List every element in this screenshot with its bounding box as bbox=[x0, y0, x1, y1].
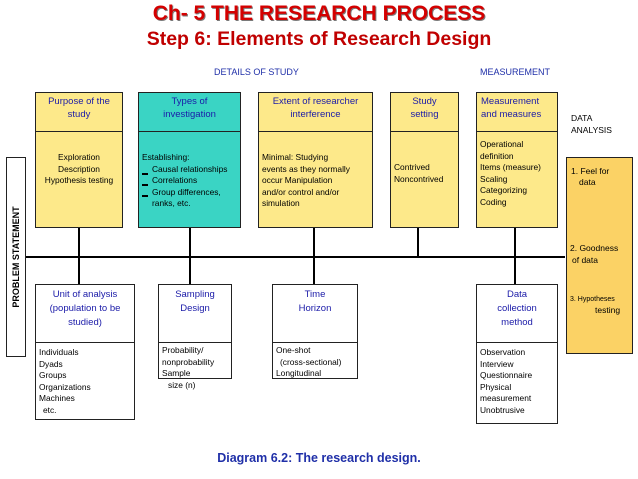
measurement-header: MEASUREMENT bbox=[480, 67, 551, 77]
page-subtitle: Step 6: Elements of Research Design bbox=[146, 28, 492, 50]
connector-col5 bbox=[514, 228, 516, 284]
connector-col4 bbox=[417, 228, 419, 256]
dash-mark bbox=[142, 184, 148, 186]
connector-col1 bbox=[78, 228, 80, 284]
details-of-study-header: DETAILS OF STUDY bbox=[214, 67, 299, 77]
main-connector-line bbox=[26, 256, 565, 258]
time-horizon-content: One-shot(cross-sectional)Longitudinal bbox=[276, 345, 342, 378]
page-title: Ch- 5 THE RESEARCH PROCESS bbox=[152, 2, 486, 25]
problem-statement-box: PROBLEM STATEMENT bbox=[6, 157, 26, 357]
problem-statement-label: PROBLEM STATEMENT bbox=[11, 206, 21, 308]
connector-col3 bbox=[313, 228, 315, 284]
dash-mark bbox=[142, 173, 148, 175]
connector-col2 bbox=[189, 228, 191, 284]
dash-mark bbox=[142, 195, 148, 197]
diagram-caption: Diagram 6.2: The research design. bbox=[217, 451, 421, 465]
types-of-investigation-content: Establishing: Causal relationships Corre… bbox=[142, 152, 228, 208]
